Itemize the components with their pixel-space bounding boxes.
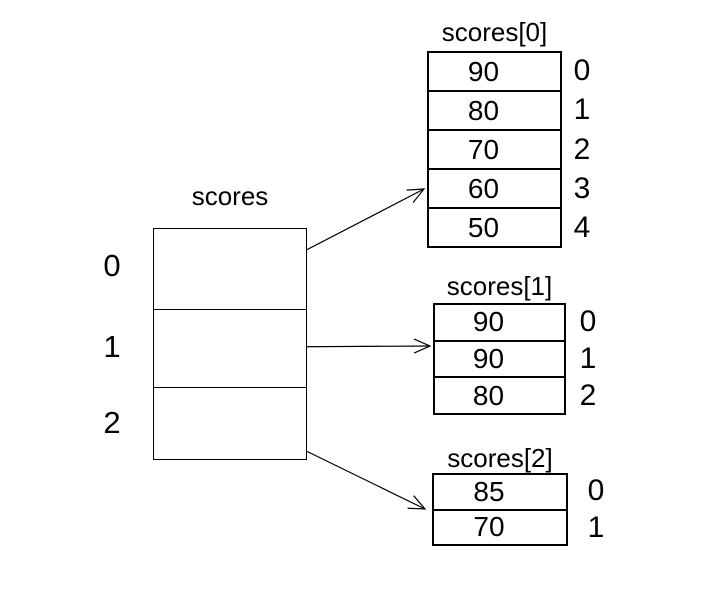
- inner-array-0-cell: 60: [429, 168, 560, 207]
- index-label: 0: [573, 53, 591, 87]
- index-label: 0: [579, 304, 597, 338]
- inner-array-0-cell: 80: [429, 90, 560, 129]
- outer-array-cell-2: [154, 387, 306, 459]
- inner-array-0-table: 90 80 70 60 50: [427, 51, 562, 248]
- index-label: 1: [573, 93, 591, 127]
- outer-array-title: scores: [191, 181, 269, 211]
- inner-array-1-cell: 90: [435, 339, 564, 377]
- outer-array-box: [153, 228, 307, 460]
- index-label: 1: [587, 510, 605, 544]
- inner-array-1-cell: 90: [472, 306, 505, 338]
- inner-array-2-cell: 85: [473, 475, 505, 507]
- inner-array-2-indices: 0 1: [582, 473, 610, 546]
- inner-array-1-table: 90 90 80: [433, 303, 566, 415]
- outer-array-index-2: 2: [103, 405, 121, 440]
- inner-array-0-title: scores[0]: [441, 17, 548, 47]
- index-label: 2: [573, 132, 591, 166]
- outer-array-index-1: 1: [103, 329, 121, 364]
- index-label: 3: [573, 171, 591, 205]
- inner-array-0-cell: 70: [429, 129, 560, 168]
- inner-array-0-cell: 90: [467, 55, 500, 87]
- inner-array-1-indices: 0 1 2: [574, 303, 602, 415]
- index-label: 4: [573, 211, 591, 245]
- inner-array-0-indices: 0 1 2 3 4: [568, 51, 596, 248]
- inner-array-2-cell: 70: [434, 508, 566, 545]
- index-label: 0: [587, 474, 605, 508]
- inner-array-1-cell: 80: [435, 376, 564, 413]
- index-label: 1: [579, 341, 597, 375]
- inner-array-1-title: scores[1]: [446, 271, 553, 301]
- inner-array-2-table: 85 70: [432, 473, 568, 546]
- inner-array-0-cell: 50: [429, 207, 560, 246]
- outer-array-cell-0: [154, 229, 306, 309]
- outer-array-index-0: 0: [103, 248, 121, 283]
- inner-array-2-title: scores[2]: [447, 443, 553, 473]
- outer-array-cell-1: [154, 309, 306, 387]
- index-label: 2: [579, 379, 597, 413]
